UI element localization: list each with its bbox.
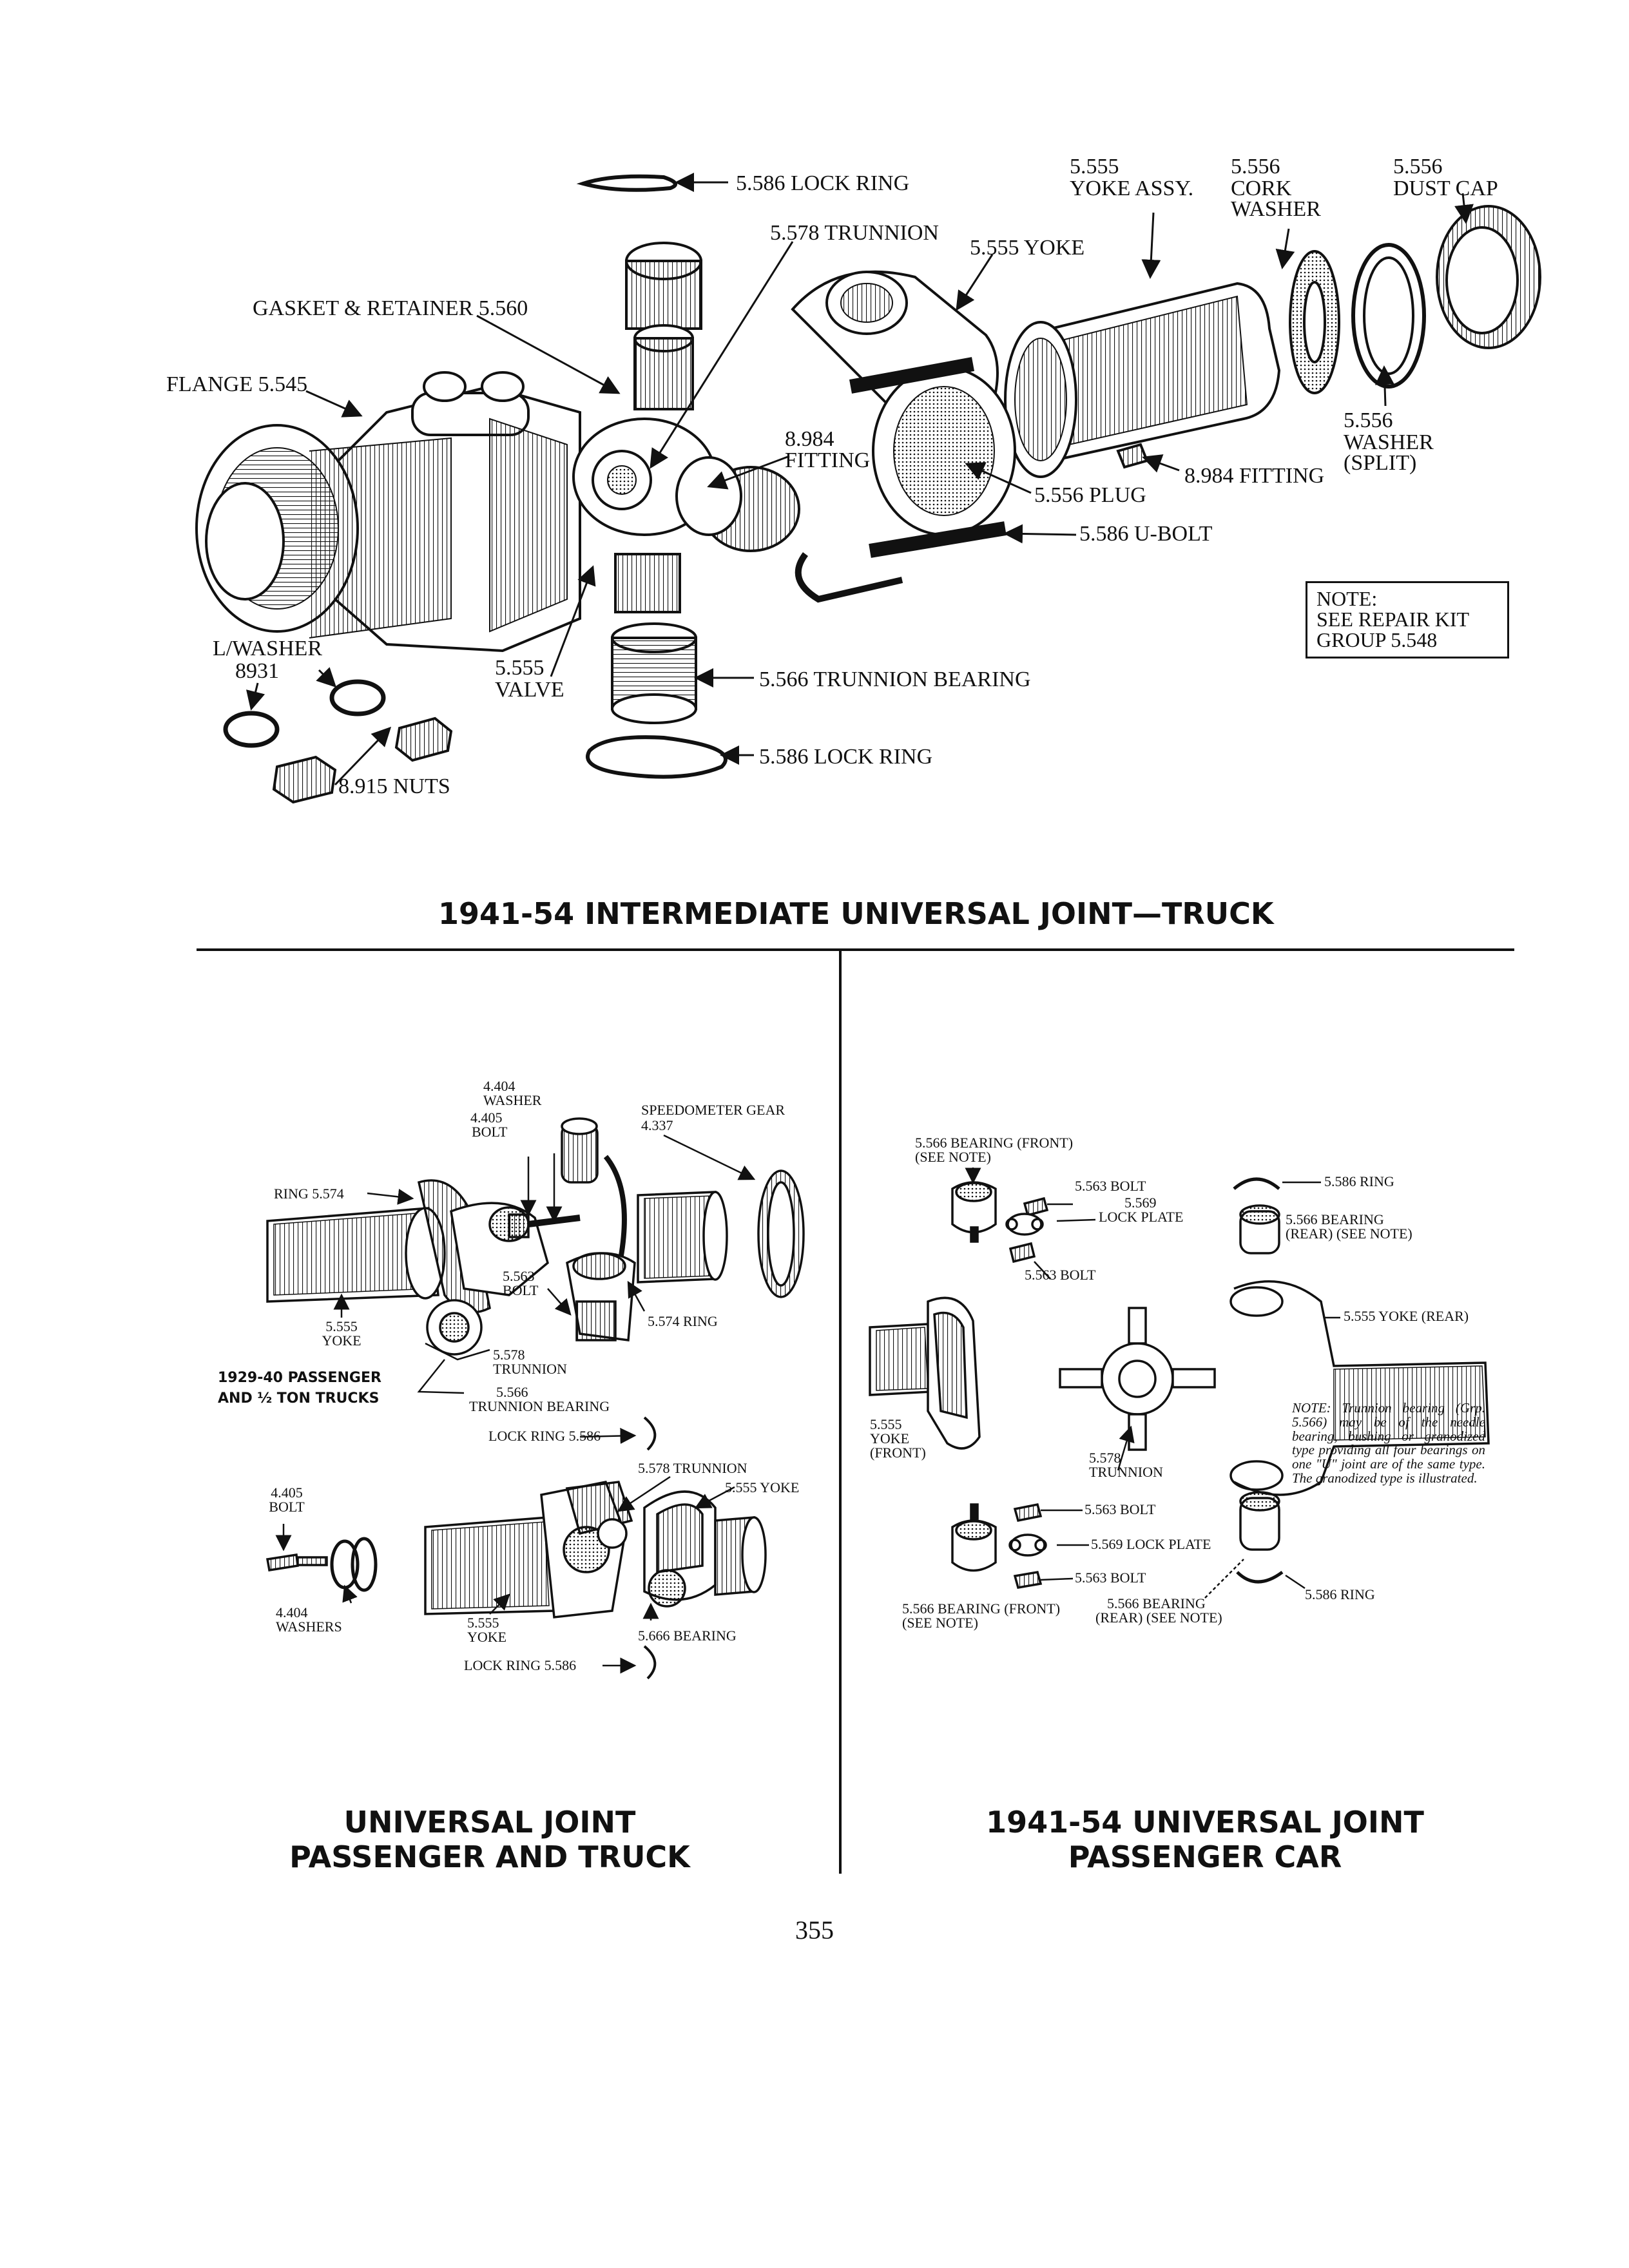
label-nuts: 8.915 NUTS: [338, 774, 450, 798]
top-assembly-drawing: [195, 173, 1541, 804]
section-dividers: [197, 948, 1514, 1874]
label-yoke-5555-number: 5.555: [325, 1318, 358, 1334]
label-washer-split-line1: WASHER: [1344, 430, 1434, 454]
left-upper-drawing: [266, 1117, 805, 1451]
right-title-line2: PASSENGER CAR: [1068, 1840, 1342, 1874]
note-line1: NOTE:: [1316, 587, 1378, 610]
label-yoke-front-line1: YOKE: [870, 1430, 910, 1446]
label-cork-washer-number: 5.556: [1231, 155, 1280, 178]
label-see-note-top: (SEE NOTE): [915, 1149, 991, 1165]
note-line2: SEE REPAIR KIT: [1316, 608, 1470, 631]
label-bolt-4405-number: 4.405: [470, 1110, 503, 1126]
label-bearing-front-bottom: 5.566 BEARING (FRONT): [902, 1600, 1061, 1617]
label-gasket-retainer: GASKET & RETAINER 5.560: [253, 296, 528, 320]
label-valve-number: 5.555: [495, 656, 545, 680]
label-trunnion-name: TRUNNION: [1089, 1464, 1163, 1480]
label-ring-bottom: 5.586 RING: [1305, 1586, 1375, 1602]
label-lower-bolt-name: BOLT: [269, 1499, 305, 1515]
label-bolt-5563-name: BOLT: [503, 1282, 539, 1298]
label-lock-plate-number: 5.569: [1124, 1195, 1157, 1211]
label-lock-plate-name: LOCK PLATE: [1099, 1209, 1184, 1225]
label-yoke-5555-name: YOKE: [322, 1332, 361, 1349]
label-cork-washer-line2: WASHER: [1231, 197, 1321, 221]
label-lower-yoke-name: YOKE: [467, 1629, 507, 1645]
label-lock-ring-top: 5.586 LOCK RING: [736, 171, 910, 195]
label-trunnion-5578-name: TRUNNION: [493, 1361, 567, 1377]
label-washer-4404-number: 4.404: [483, 1078, 516, 1094]
label-yoke-rear: 5.555 YOKE (REAR): [1344, 1308, 1469, 1324]
label-plug: 5.556 PLUG: [1034, 483, 1146, 507]
label-dust-cap-name: DUST CAP: [1393, 177, 1498, 200]
label-lock-ring-bottom: 5.586 LOCK RING: [759, 745, 933, 769]
label-lower-trunnion: 5.578 TRUNNION: [638, 1460, 747, 1476]
label-washer-4404-name: WASHER: [483, 1092, 542, 1108]
label-lower-yoke-number: 5.555: [467, 1615, 499, 1631]
label-speedometer-gear-number: 4.337: [641, 1117, 673, 1133]
label-ring-top: 5.586 RING: [1324, 1173, 1394, 1189]
label-trunnion: 5.578 TRUNNION: [770, 221, 939, 245]
label-flange: FLANGE 5.545: [166, 372, 308, 396]
label-washer-split-number: 5.556: [1344, 408, 1393, 432]
label-lower-bolt-number: 4.405: [271, 1485, 303, 1501]
label-trunnion-number: 5.578: [1089, 1450, 1121, 1466]
label-lower-washers-name: WASHERS: [276, 1619, 342, 1635]
label-bolt-5563-b: 5.563 BOLT: [1025, 1267, 1096, 1283]
label-lower-washers-number: 4.404: [276, 1604, 308, 1620]
left-lower-drawing: [265, 1475, 767, 1680]
label-dust-cap-number: 5.556: [1393, 155, 1443, 178]
label-yoke-assy-number: 5.555: [1070, 155, 1119, 178]
left-title-line1: UNIVERSAL JOINT: [343, 1805, 636, 1840]
label-trunnion-bearing-number: 5.566: [496, 1384, 528, 1400]
label-trunnion-5578-number: 5.578: [493, 1347, 525, 1363]
label-fitting-left-number: 8.984: [785, 427, 834, 451]
label-bearing-rear-top-line2: (REAR) (SEE NOTE): [1286, 1225, 1412, 1242]
right-title-line1: 1941-54 UNIVERSAL JOINT: [986, 1805, 1424, 1840]
label-bearing-5666: 5.666 BEARING: [638, 1628, 737, 1644]
label-lock-ring-b: LOCK RING 5.586: [464, 1657, 577, 1673]
label-bolt-5563-number: 5.563: [503, 1268, 535, 1284]
label-yoke-front-number: 5.555: [870, 1416, 902, 1432]
label-lower-yoke-right: 5.555 YOKE: [725, 1479, 800, 1495]
label-bolt-5563-a: 5.563 BOLT: [1075, 1178, 1146, 1194]
label-washer-split-line2: (SPLIT): [1344, 451, 1417, 475]
label-fitting-right: 8.984 FITTING: [1184, 464, 1325, 488]
label-bolt-5563-c: 5.563 BOLT: [1084, 1501, 1156, 1517]
label-ring-5574-left: RING 5.574: [274, 1186, 344, 1202]
label-speedometer-gear-name: SPEEDOMETER GEAR: [641, 1102, 786, 1118]
label-trunnion-bearing: 5.566 TRUNNION BEARING: [759, 668, 1031, 691]
label-lock-plate-2: 5.569 LOCK PLATE: [1091, 1536, 1211, 1552]
label-yoke: 5.555 YOKE: [970, 236, 1085, 260]
label-bearing-front-top: 5.566 BEARING (FRONT): [915, 1135, 1074, 1151]
label-lwasher-name: L/WASHER: [213, 637, 322, 660]
trunnion-bearing-note: NOTE: Trunnion bearing (Grp. 5.566) may …: [1292, 1400, 1485, 1486]
label-bearing-rear-bottom-line2: (REAR) (SEE NOTE): [1095, 1610, 1222, 1626]
label-u-bolt: 5.586 U-BOLT: [1079, 522, 1213, 546]
left-subtitle-line2: AND ½ TON TRUCKS: [218, 1390, 380, 1407]
label-cork-washer-line1: CORK: [1231, 177, 1292, 200]
label-bearing-rear-top-line1: 5.566 BEARING: [1286, 1211, 1384, 1227]
label-valve-name: VALVE: [495, 678, 564, 702]
label-see-note-bottom: (SEE NOTE): [902, 1615, 978, 1631]
label-ring-5574-right: 5.574 RING: [648, 1313, 718, 1329]
label-yoke-front-line2: (FRONT): [870, 1445, 926, 1461]
label-lock-ring-a: LOCK RING 5.586: [488, 1428, 601, 1444]
label-bearing-rear-bottom-line1: 5.566 BEARING: [1107, 1595, 1206, 1611]
label-lwasher-number: 8931: [235, 659, 279, 683]
label-trunnion-bearing-name: TRUNNION BEARING: [469, 1398, 610, 1414]
label-yoke-assy-name: YOKE ASSY.: [1070, 177, 1194, 200]
label-bolt-4405-name: BOLT: [472, 1124, 508, 1140]
label-fitting-left-name: FITTING: [785, 448, 871, 472]
left-title-line2: PASSENGER AND TRUCK: [289, 1840, 690, 1874]
label-bolt-5563-d: 5.563 BOLT: [1075, 1570, 1146, 1586]
note-line3: GROUP 5.548: [1316, 628, 1438, 651]
page-number: 355: [795, 1916, 834, 1945]
left-subtitle-line1: 1929-40 PASSENGER: [218, 1370, 381, 1386]
top-section-title: 1941-54 INTERMEDIATE UNIVERSAL JOINT—TRU…: [438, 896, 1274, 931]
repair-kit-note: NOTE: SEE REPAIR KIT GROUP 5.548: [1306, 581, 1509, 658]
right-drawing: [869, 1168, 1490, 1599]
